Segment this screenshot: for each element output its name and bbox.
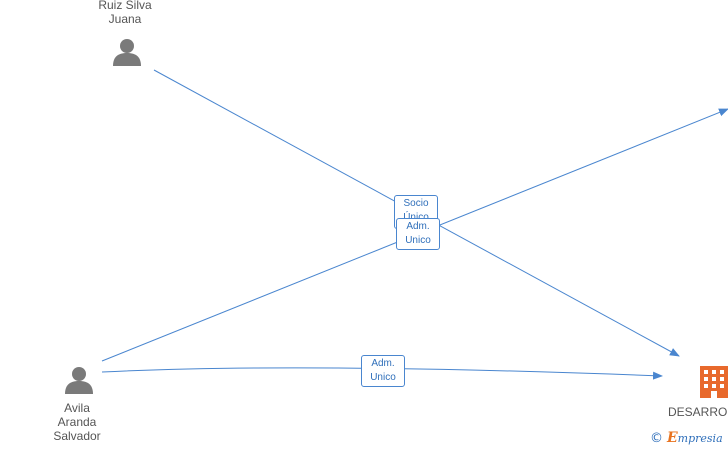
edge-label-adm-lower: Adm. Unico <box>361 355 405 387</box>
person-name-avila[interactable]: Avila Aranda Salvador <box>53 401 101 443</box>
person-name-ruiz[interactable]: Ruiz Silva Juana <box>98 0 152 26</box>
edge-label-adm-upper: Adm. Unico <box>396 218 440 250</box>
empresia-logo: © Empresia <box>650 430 723 446</box>
person-icon[interactable] <box>65 367 93 394</box>
company-name[interactable]: DESARRO <box>668 405 728 419</box>
copyright-symbol: © <box>650 431 663 446</box>
person-icon[interactable] <box>113 39 141 66</box>
edge-avila-to-company <box>101 367 663 380</box>
building-icon[interactable] <box>700 366 728 398</box>
brand-name: mpresia <box>677 432 723 445</box>
brand-initial: E <box>667 430 678 446</box>
